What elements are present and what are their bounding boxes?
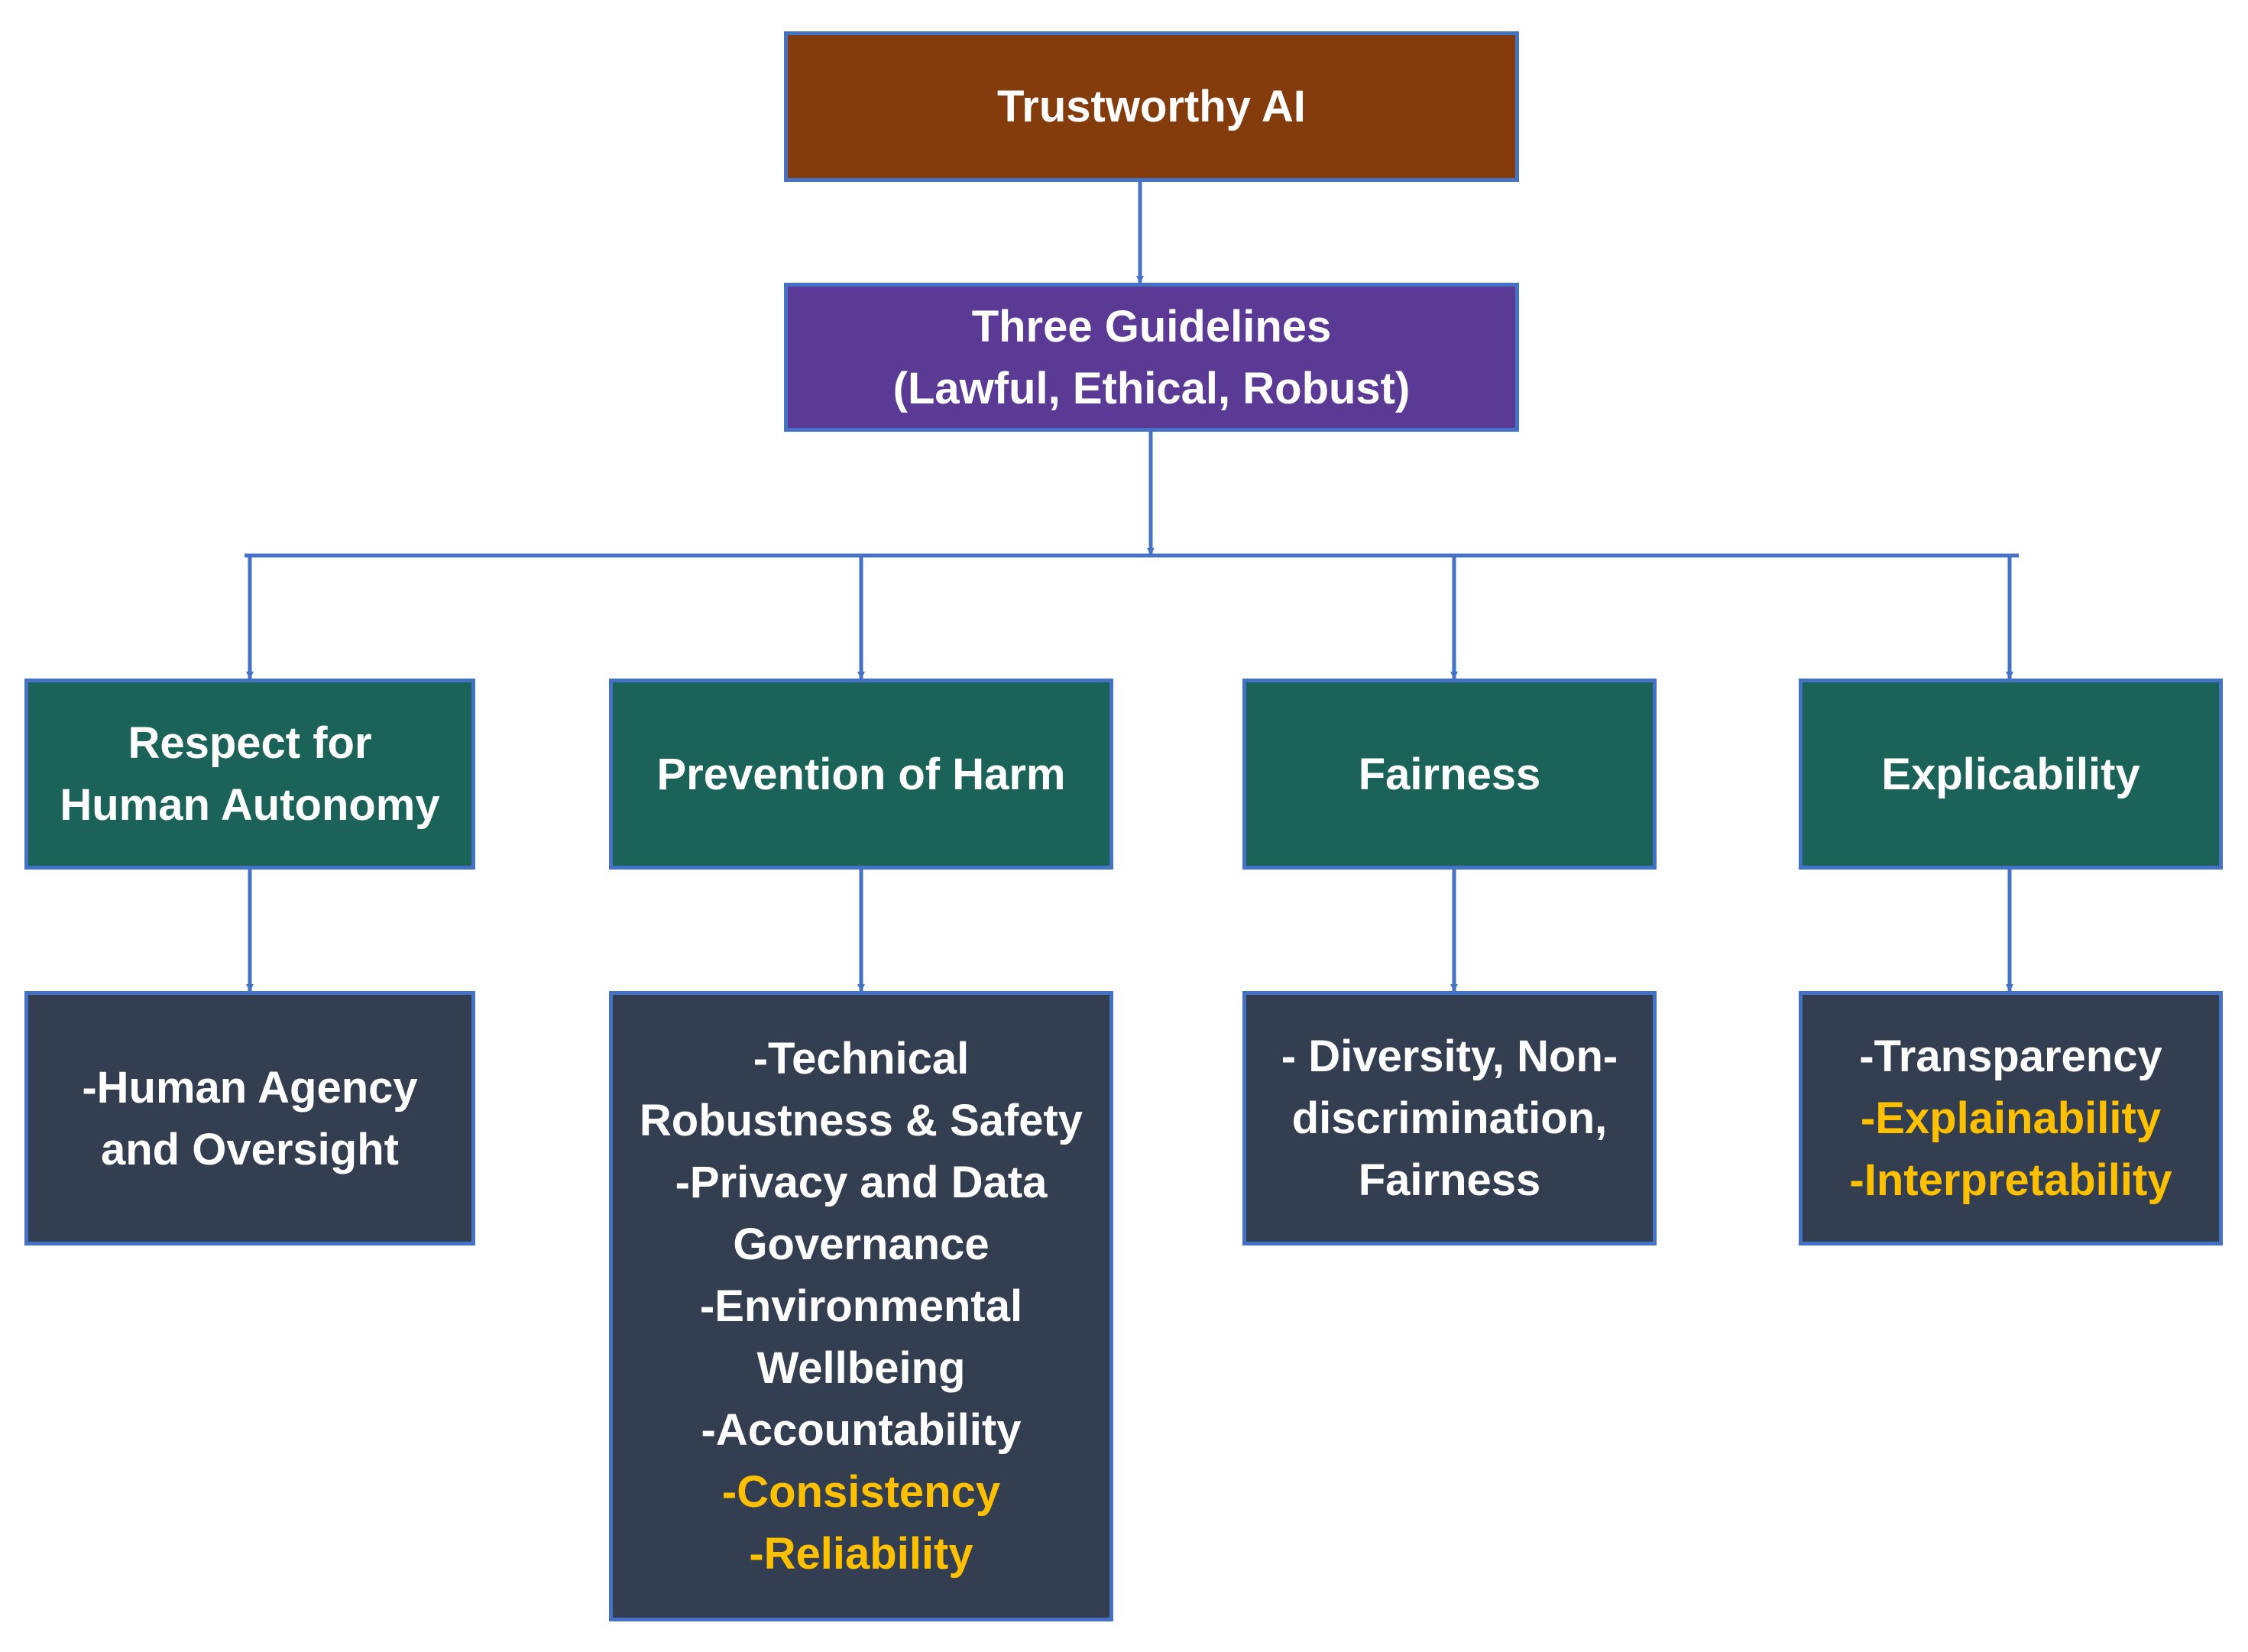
principle-prevention-of-harm: Prevention of Harm xyxy=(609,679,1113,870)
requirement-line: Governance xyxy=(733,1220,990,1269)
principle-label-line: Explicability xyxy=(1881,749,2140,799)
principle-respect-for-human-autonomy: Respect for Human Autonomy xyxy=(24,679,475,870)
requirement-line: - Diversity, Non- xyxy=(1281,1032,1618,1081)
requirement-line: -Environmental xyxy=(699,1281,1023,1331)
guidelines-subtitle: (Lawful, Ethical, Robust) xyxy=(892,363,1411,413)
trustworthy-ai-node: Trustworthy AI xyxy=(784,31,1519,182)
three-guidelines-node: Three Guidelines (Lawful, Ethical, Robus… xyxy=(784,283,1519,432)
requirement-line-highlighted: -Interpretability xyxy=(1849,1155,2172,1205)
requirement-line: -Privacy and Data xyxy=(675,1158,1048,1207)
requirement-line-highlighted: -Consistency xyxy=(721,1467,1001,1517)
requirement-line-highlighted: -Reliability xyxy=(749,1529,973,1579)
requirement-line: Wellbeing xyxy=(756,1343,966,1393)
principle-explicability: Explicability xyxy=(1799,679,2223,870)
requirement-line: -Accountability xyxy=(701,1405,1022,1455)
requirement-line: and Oversight xyxy=(101,1124,399,1174)
principle-label-line: Respect for xyxy=(128,718,372,768)
principle-label-line: Human Autonomy xyxy=(60,780,440,830)
requirements-prevention-of-harm: -Technical Robustness & Safety -Privacy … xyxy=(609,991,1113,1621)
requirement-line: Fairness xyxy=(1358,1155,1541,1205)
requirement-line: Robustness & Safety xyxy=(639,1096,1084,1145)
requirements-explicability: -Transparency -Explainability -Interpret… xyxy=(1799,991,2223,1245)
requirement-line: -Human Agency xyxy=(82,1062,418,1113)
requirements-human-agency: -Human Agency and Oversight xyxy=(24,991,475,1245)
principle-label-line: Fairness xyxy=(1358,749,1541,799)
trustworthy-ai-label: Trustworthy AI xyxy=(997,82,1306,131)
requirement-line-highlighted: -Explainability xyxy=(1860,1093,2162,1143)
requirement-line: -Transparency xyxy=(1859,1032,2162,1081)
requirement-line: discrimination, xyxy=(1291,1093,1608,1143)
guidelines-title: Three Guidelines xyxy=(971,301,1332,351)
requirement-line: -Technical xyxy=(753,1034,970,1084)
principle-fairness: Fairness xyxy=(1242,679,1657,870)
requirements-fairness: - Diversity, Non- discrimination, Fairne… xyxy=(1242,991,1657,1245)
principle-label-line: Prevention of Harm xyxy=(656,749,1066,799)
